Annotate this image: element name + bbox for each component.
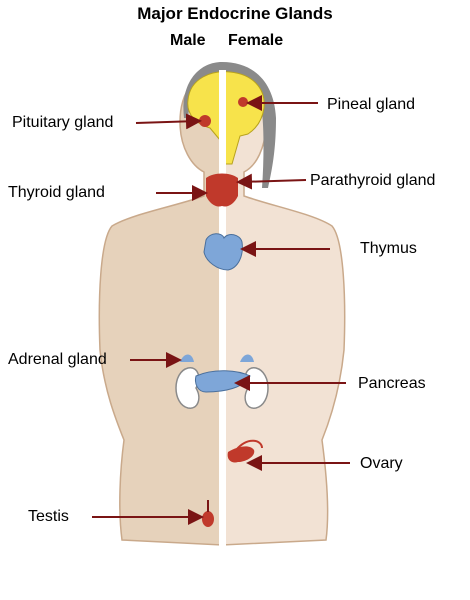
adrenal-gland-shape-right [240, 354, 254, 362]
label-pituitary-gland: Pituitary gland [12, 114, 114, 131]
male-body-half [98, 69, 223, 546]
pineal-gland-shape [238, 97, 248, 107]
label-thymus: Thymus [360, 240, 417, 257]
kidney-left [175, 367, 200, 409]
pituitary-gland-shape [199, 115, 211, 127]
male-heading: Male [170, 32, 206, 49]
label-pineal-gland: Pineal gland [327, 96, 416, 113]
label-ovary: Ovary [360, 455, 403, 472]
leader-pituitary [135, 113, 202, 130]
diagram-title: Major Endocrine Glands [137, 4, 333, 23]
label-testis: Testis [28, 508, 69, 525]
label-parathyroid-gland: Parathyroid gland [310, 172, 436, 189]
midline-divider [219, 70, 226, 550]
thyroid-gland-shape [206, 173, 238, 207]
label-adrenal-gland: Adrenal gland [8, 351, 107, 368]
female-body-half [221, 69, 346, 546]
adrenal-gland-shape-left [180, 354, 194, 362]
leader-parathyroid [236, 173, 307, 190]
female-heading: Female [228, 32, 284, 49]
testis-shape [202, 511, 214, 527]
uterine-tube [235, 439, 263, 451]
label-thyroid-gland: Thyroid gland [8, 184, 105, 201]
kidney-right [244, 367, 269, 409]
label-pancreas: Pancreas [358, 375, 426, 392]
